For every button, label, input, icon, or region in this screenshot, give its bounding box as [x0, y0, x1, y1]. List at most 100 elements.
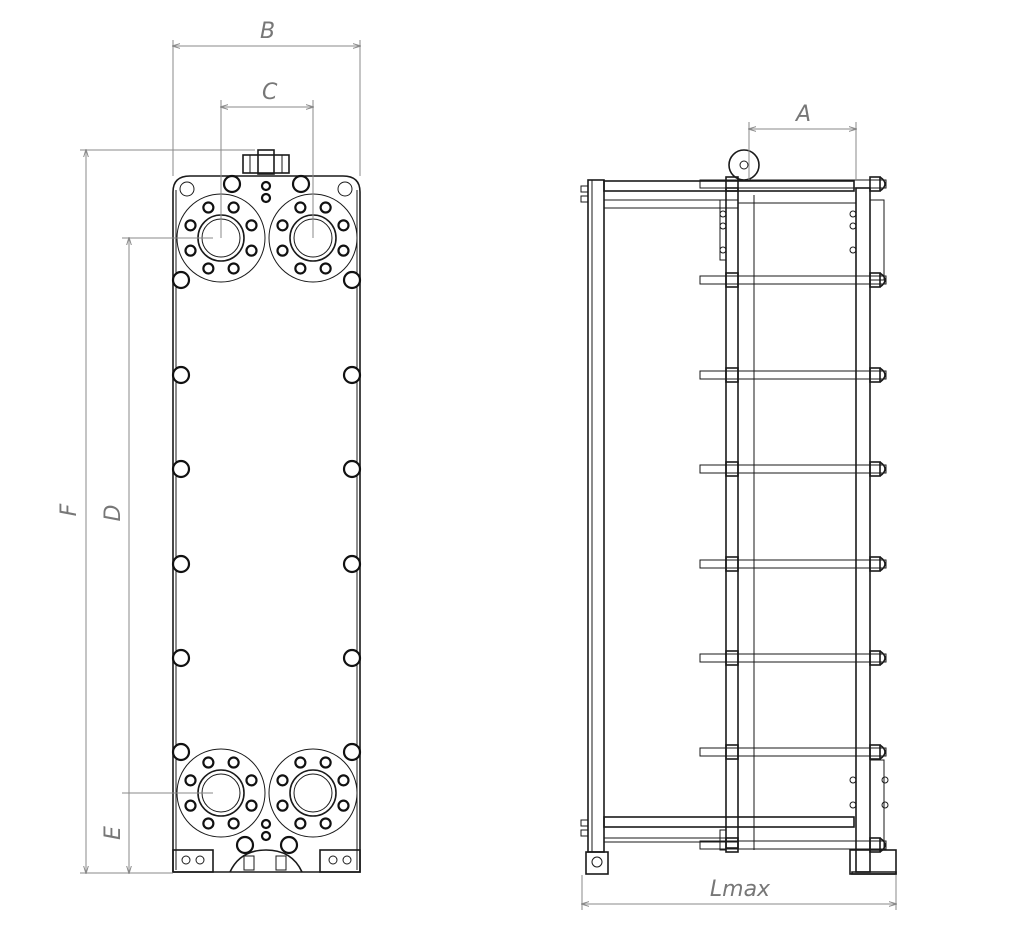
- rod-nut: [869, 176, 881, 192]
- tie-bolt-hole: [171, 365, 191, 385]
- plate-bolt: [719, 246, 727, 254]
- plate-bolt: [719, 222, 727, 230]
- plate-bolt: [881, 776, 889, 784]
- flange-bolt-hole: [227, 756, 240, 769]
- tie-bolt-hole: [342, 270, 362, 290]
- flange-bolt-hole: [337, 244, 350, 257]
- rod-cap: [879, 744, 886, 760]
- flange-bolt-hole: [294, 201, 307, 214]
- tie-bolt-hole: [342, 648, 362, 668]
- tie-bolt-hole: [171, 270, 191, 290]
- front-bolt-holes: [171, 174, 362, 855]
- flange-bolt-hole: [202, 817, 215, 830]
- flange-bolt-hole: [184, 219, 197, 232]
- bottom-feet: [172, 849, 361, 873]
- tie-bolt-hole: [171, 742, 191, 762]
- rod-cap: [879, 837, 886, 853]
- flange-bolt-hole: [276, 244, 289, 257]
- tie-rod: [699, 370, 887, 380]
- top-lifting-lug: [242, 149, 290, 175]
- small-hole: [260, 830, 272, 842]
- tie-rod: [699, 275, 887, 285]
- side-dimensions: [582, 122, 896, 910]
- rod-nut: [725, 556, 739, 572]
- flange-bolt-hole: [227, 817, 240, 830]
- dimension-label-lmax: Lmax: [710, 877, 771, 902]
- tie-rod: [699, 464, 887, 474]
- frame-foot: [849, 849, 897, 875]
- port-flange: [268, 748, 358, 838]
- flange-bolt-hole: [202, 201, 215, 214]
- upper-guide-bar: [603, 180, 855, 192]
- rod-nut: [869, 272, 881, 288]
- flange-bolt-hole: [184, 244, 197, 257]
- port-opening: [289, 769, 337, 817]
- front-dimensions: [80, 40, 360, 873]
- tie-bolt-hole: [342, 365, 362, 385]
- rod-nut: [725, 367, 739, 383]
- plate-bolt: [719, 210, 727, 218]
- tie-bolt-hole: [342, 742, 362, 762]
- tie-bolt-hole: [171, 554, 191, 574]
- tie-bolt-hole: [342, 554, 362, 574]
- plate-bolt: [881, 801, 889, 809]
- tie-bolt-hole: [342, 459, 362, 479]
- flange-bolt-hole: [337, 799, 350, 812]
- flange-bolt-hole: [319, 817, 332, 830]
- rod-nut: [725, 837, 739, 853]
- dimension-label-a: A: [794, 102, 811, 127]
- flange-bolt-hole: [319, 201, 332, 214]
- flange-bolt-hole: [245, 774, 258, 787]
- flange-bolt-hole: [337, 219, 350, 232]
- flange-bolt-hole: [184, 774, 197, 787]
- flange-bolt-hole: [276, 219, 289, 232]
- rod-cap: [879, 650, 886, 666]
- rod-cap: [879, 556, 886, 572]
- side-view: [580, 149, 897, 875]
- small-hole: [260, 192, 272, 204]
- tie-rod: [699, 179, 887, 189]
- flange-bolt-hole: [294, 756, 307, 769]
- rod-nut: [869, 461, 881, 477]
- rod-nut: [869, 556, 881, 572]
- rod-cap: [879, 461, 886, 477]
- flange-bolt-hole: [319, 756, 332, 769]
- tie-bolt-hole: [171, 648, 191, 668]
- flange-bolt-hole: [245, 219, 258, 232]
- small-hole: [260, 180, 272, 192]
- flange-bolt-hole: [245, 799, 258, 812]
- dimension-label-d: D: [101, 505, 126, 522]
- dimension-label-f: F: [57, 503, 82, 516]
- flange-bolt-hole: [294, 817, 307, 830]
- tie-rod: [699, 840, 887, 850]
- rod-nut: [869, 367, 881, 383]
- port-inner: [293, 773, 333, 813]
- plate-bolt: [849, 246, 857, 254]
- flange-bolt-hole: [337, 774, 350, 787]
- flange-bolt-hole: [202, 756, 215, 769]
- tie-rod: [699, 747, 887, 757]
- rod-nut: [725, 272, 739, 288]
- flange-bolt-hole: [245, 244, 258, 257]
- rod-nut: [725, 461, 739, 477]
- tie-rods: [699, 176, 889, 853]
- tie-rod: [699, 559, 887, 569]
- support-foot: [585, 851, 609, 875]
- support-column: [587, 179, 605, 853]
- plate-bolt: [849, 776, 857, 784]
- front-view: [171, 149, 362, 873]
- plate-bolt: [849, 801, 857, 809]
- flange-bolt-hole: [184, 799, 197, 812]
- tie-rod: [699, 653, 887, 663]
- rod-cap: [879, 176, 886, 192]
- rod-cap: [879, 367, 886, 383]
- lower-guide-bar: [603, 816, 855, 828]
- flange-bolt-hole: [294, 262, 307, 275]
- plate-bolt: [849, 210, 857, 218]
- frame-plate: [855, 187, 871, 873]
- corner-hole: [337, 181, 353, 197]
- rod-nut: [725, 744, 739, 760]
- tie-bolt-hole: [291, 174, 311, 194]
- flange-bolt-hole: [227, 262, 240, 275]
